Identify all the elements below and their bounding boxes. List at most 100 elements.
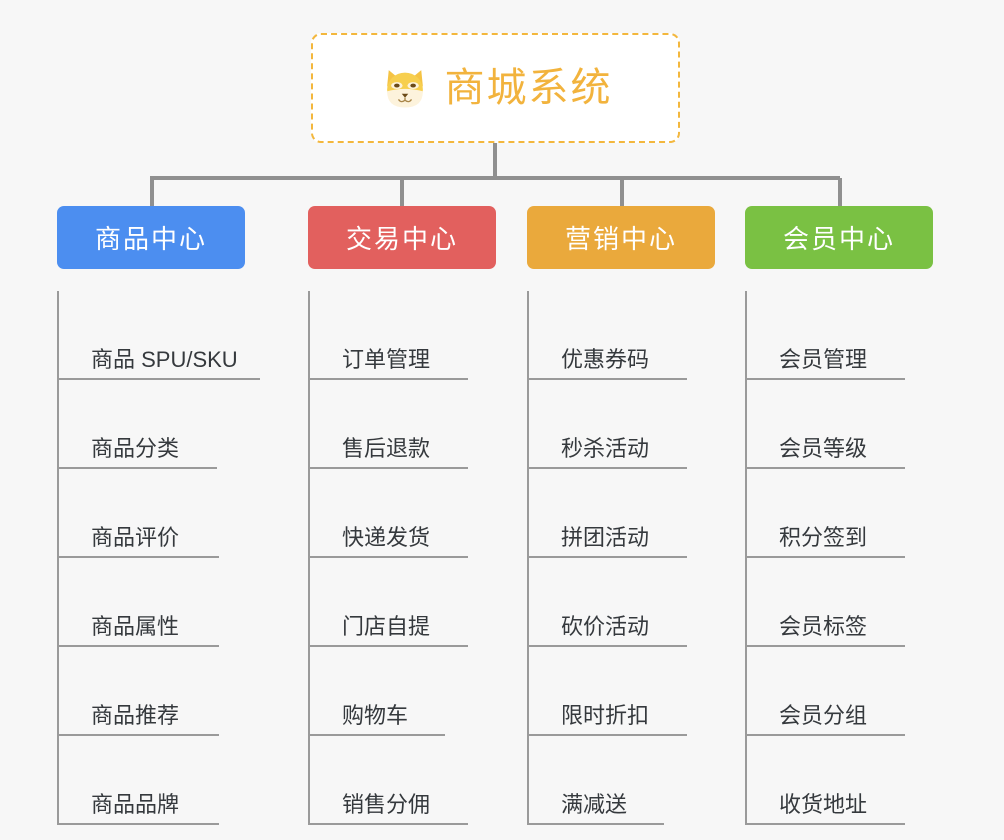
list-item[interactable]: 商品推荐 (57, 647, 277, 736)
item-underline (745, 823, 905, 825)
root-node[interactable]: 商城系统 (311, 33, 680, 143)
item-label: 门店自提 (342, 614, 431, 639)
item-underline (308, 734, 445, 736)
item-underline (57, 556, 219, 558)
item-label: 会员标签 (779, 614, 868, 639)
branch-product-center: 商品中心 商品 SPU/SKU 商品分类 商品评价 商品属性 商品推荐 (57, 206, 277, 825)
item-label: 限时折扣 (561, 703, 650, 728)
item-label: 商品评价 (91, 525, 180, 550)
category-header-member-center[interactable]: 会员中心 (745, 206, 933, 269)
item-label: 商品品牌 (91, 792, 180, 817)
item-label: 会员分组 (779, 703, 868, 728)
branch-rail (527, 291, 529, 825)
connector-bar (150, 176, 840, 180)
item-underline (308, 467, 468, 469)
item-underline (527, 556, 687, 558)
list-item[interactable]: 售后退款 (308, 380, 528, 469)
item-label: 商品属性 (91, 614, 180, 639)
item-underline (527, 645, 687, 647)
item-underline (527, 734, 687, 736)
connector-drop-1 (150, 178, 154, 210)
category-title: 营销中心 (564, 224, 677, 254)
item-label: 销售分佣 (342, 792, 431, 817)
category-header-product-center[interactable]: 商品中心 (57, 206, 245, 269)
connector-stem (493, 143, 497, 178)
item-list-member-center: 会员管理 会员等级 积分签到 会员标签 会员分组 收货地址 (745, 291, 965, 825)
list-item[interactable]: 会员分组 (745, 647, 965, 736)
list-item[interactable]: 商品 SPU/SKU (57, 291, 277, 380)
category-header-marketing-center[interactable]: 营销中心 (527, 206, 715, 269)
item-label: 会员管理 (779, 347, 868, 372)
item-label: 快递发货 (342, 525, 431, 550)
list-item[interactable]: 商品属性 (57, 558, 277, 647)
item-list-product-center: 商品 SPU/SKU 商品分类 商品评价 商品属性 商品推荐 商品品牌 (57, 291, 277, 825)
item-label: 订单管理 (342, 347, 431, 372)
list-item[interactable]: 秒杀活动 (527, 380, 747, 469)
item-label: 商品分类 (91, 436, 180, 461)
branch-rail (57, 291, 59, 825)
connector-drop-3 (620, 178, 624, 210)
item-underline (308, 378, 468, 380)
item-underline (308, 823, 468, 825)
category-title: 会员中心 (782, 224, 895, 254)
shiba-inu-dog-face-icon (379, 62, 431, 114)
item-underline (745, 645, 905, 647)
item-label: 积分签到 (779, 525, 868, 550)
item-underline (57, 378, 260, 380)
item-underline (527, 467, 687, 469)
list-item[interactable]: 满减送 (527, 736, 747, 825)
item-label: 商品推荐 (91, 703, 180, 728)
list-item[interactable]: 购物车 (308, 647, 528, 736)
branch-member-center: 会员中心 会员管理 会员等级 积分签到 会员标签 会员分组 (745, 206, 965, 825)
item-underline (57, 734, 219, 736)
list-item[interactable]: 销售分佣 (308, 736, 528, 825)
list-item[interactable]: 商品品牌 (57, 736, 277, 825)
item-underline (57, 467, 217, 469)
item-list-marketing-center: 优惠券码 秒杀活动 拼团活动 砍价活动 限时折扣 满减送 (527, 291, 747, 825)
category-title: 交易中心 (345, 224, 458, 254)
list-item[interactable]: 订单管理 (308, 291, 528, 380)
list-item[interactable]: 砍价活动 (527, 558, 747, 647)
item-label: 砍价活动 (561, 614, 650, 639)
item-label: 收货地址 (779, 792, 868, 817)
branch-trade-center: 交易中心 订单管理 售后退款 快递发货 门店自提 购物车 (308, 206, 528, 825)
list-item[interactable]: 积分签到 (745, 469, 965, 558)
item-label: 商品 SPU/SKU (91, 347, 238, 372)
item-underline (745, 734, 905, 736)
item-label: 购物车 (342, 703, 409, 728)
list-item[interactable]: 快递发货 (308, 469, 528, 558)
item-underline (527, 378, 687, 380)
list-item[interactable]: 拼团活动 (527, 469, 747, 558)
item-label: 会员等级 (779, 436, 868, 461)
list-item[interactable]: 收货地址 (745, 736, 965, 825)
category-title: 商品中心 (94, 224, 207, 254)
item-underline (57, 645, 219, 647)
item-underline (745, 556, 905, 558)
list-item[interactable]: 商品评价 (57, 469, 277, 558)
list-item[interactable]: 商品分类 (57, 380, 277, 469)
category-header-trade-center[interactable]: 交易中心 (308, 206, 496, 269)
item-label: 优惠券码 (561, 347, 650, 372)
connector-drop-4 (838, 178, 842, 210)
root-title: 商城系统 (444, 66, 613, 110)
branch-rail (745, 291, 747, 825)
branch-rail (308, 291, 310, 825)
item-underline (745, 467, 905, 469)
item-underline (745, 378, 905, 380)
item-underline (57, 823, 219, 825)
list-item[interactable]: 限时折扣 (527, 647, 747, 736)
branch-marketing-center: 营销中心 优惠券码 秒杀活动 拼团活动 砍价活动 限时折扣 (527, 206, 747, 825)
list-item[interactable]: 会员管理 (745, 291, 965, 380)
list-item[interactable]: 会员等级 (745, 380, 965, 469)
list-item[interactable]: 门店自提 (308, 558, 528, 647)
connector-drop-2 (400, 178, 404, 210)
list-item[interactable]: 优惠券码 (527, 291, 747, 380)
item-label: 满减送 (561, 792, 628, 817)
list-item[interactable]: 会员标签 (745, 558, 965, 647)
item-list-trade-center: 订单管理 售后退款 快递发货 门店自提 购物车 销售分佣 (308, 291, 528, 825)
item-label: 秒杀活动 (561, 436, 650, 461)
item-underline (308, 645, 468, 647)
item-label: 售后退款 (342, 436, 431, 461)
item-label: 拼团活动 (561, 525, 650, 550)
